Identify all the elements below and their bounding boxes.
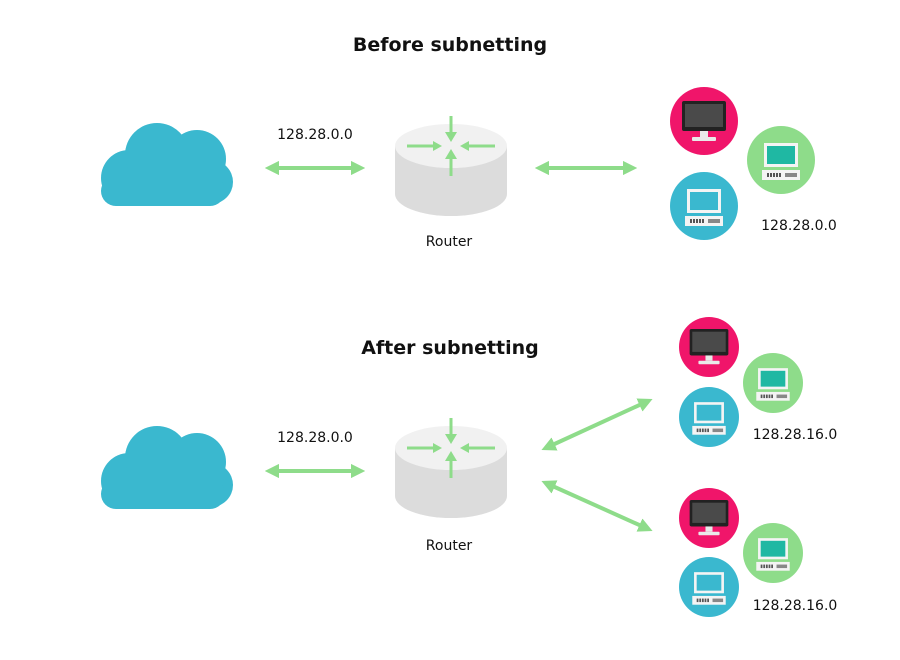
before-title: Before subnetting [353, 34, 547, 56]
computer-blue-icon [670, 172, 738, 240]
before-wan-address: 128.28.0.0 [277, 127, 353, 143]
before-router-icon [393, 114, 509, 218]
computer-blue-icon [679, 387, 739, 447]
before-lan-computers [670, 87, 815, 240]
computer-pink-icon [679, 317, 739, 377]
computer-green-icon [743, 353, 803, 413]
computer-blue-icon [679, 557, 739, 617]
internet-cloud-icon [101, 123, 233, 206]
computer-green-icon [743, 523, 803, 583]
before-lan-address: 128.28.0.0 [761, 218, 837, 234]
subnet-2-arrow [541, 480, 653, 532]
after-title: After subnetting [361, 337, 539, 359]
subnet-1-address: 128.28.16.0 [753, 427, 838, 443]
subnet-1-arrow [541, 398, 653, 451]
subnet-2-computers [679, 488, 803, 617]
after-router-label: Router [426, 538, 473, 554]
computer-pink-icon [670, 87, 738, 155]
computer-green-icon [747, 126, 815, 194]
subnet-1-computers [679, 317, 803, 447]
subnet-2-address: 128.28.16.0 [753, 598, 838, 614]
computer-pink-icon [679, 488, 739, 548]
internet-cloud-icon [101, 426, 233, 509]
after-router-icon [393, 416, 509, 520]
after-wan-address: 128.28.0.0 [277, 430, 353, 446]
before-router-label: Router [426, 234, 473, 250]
